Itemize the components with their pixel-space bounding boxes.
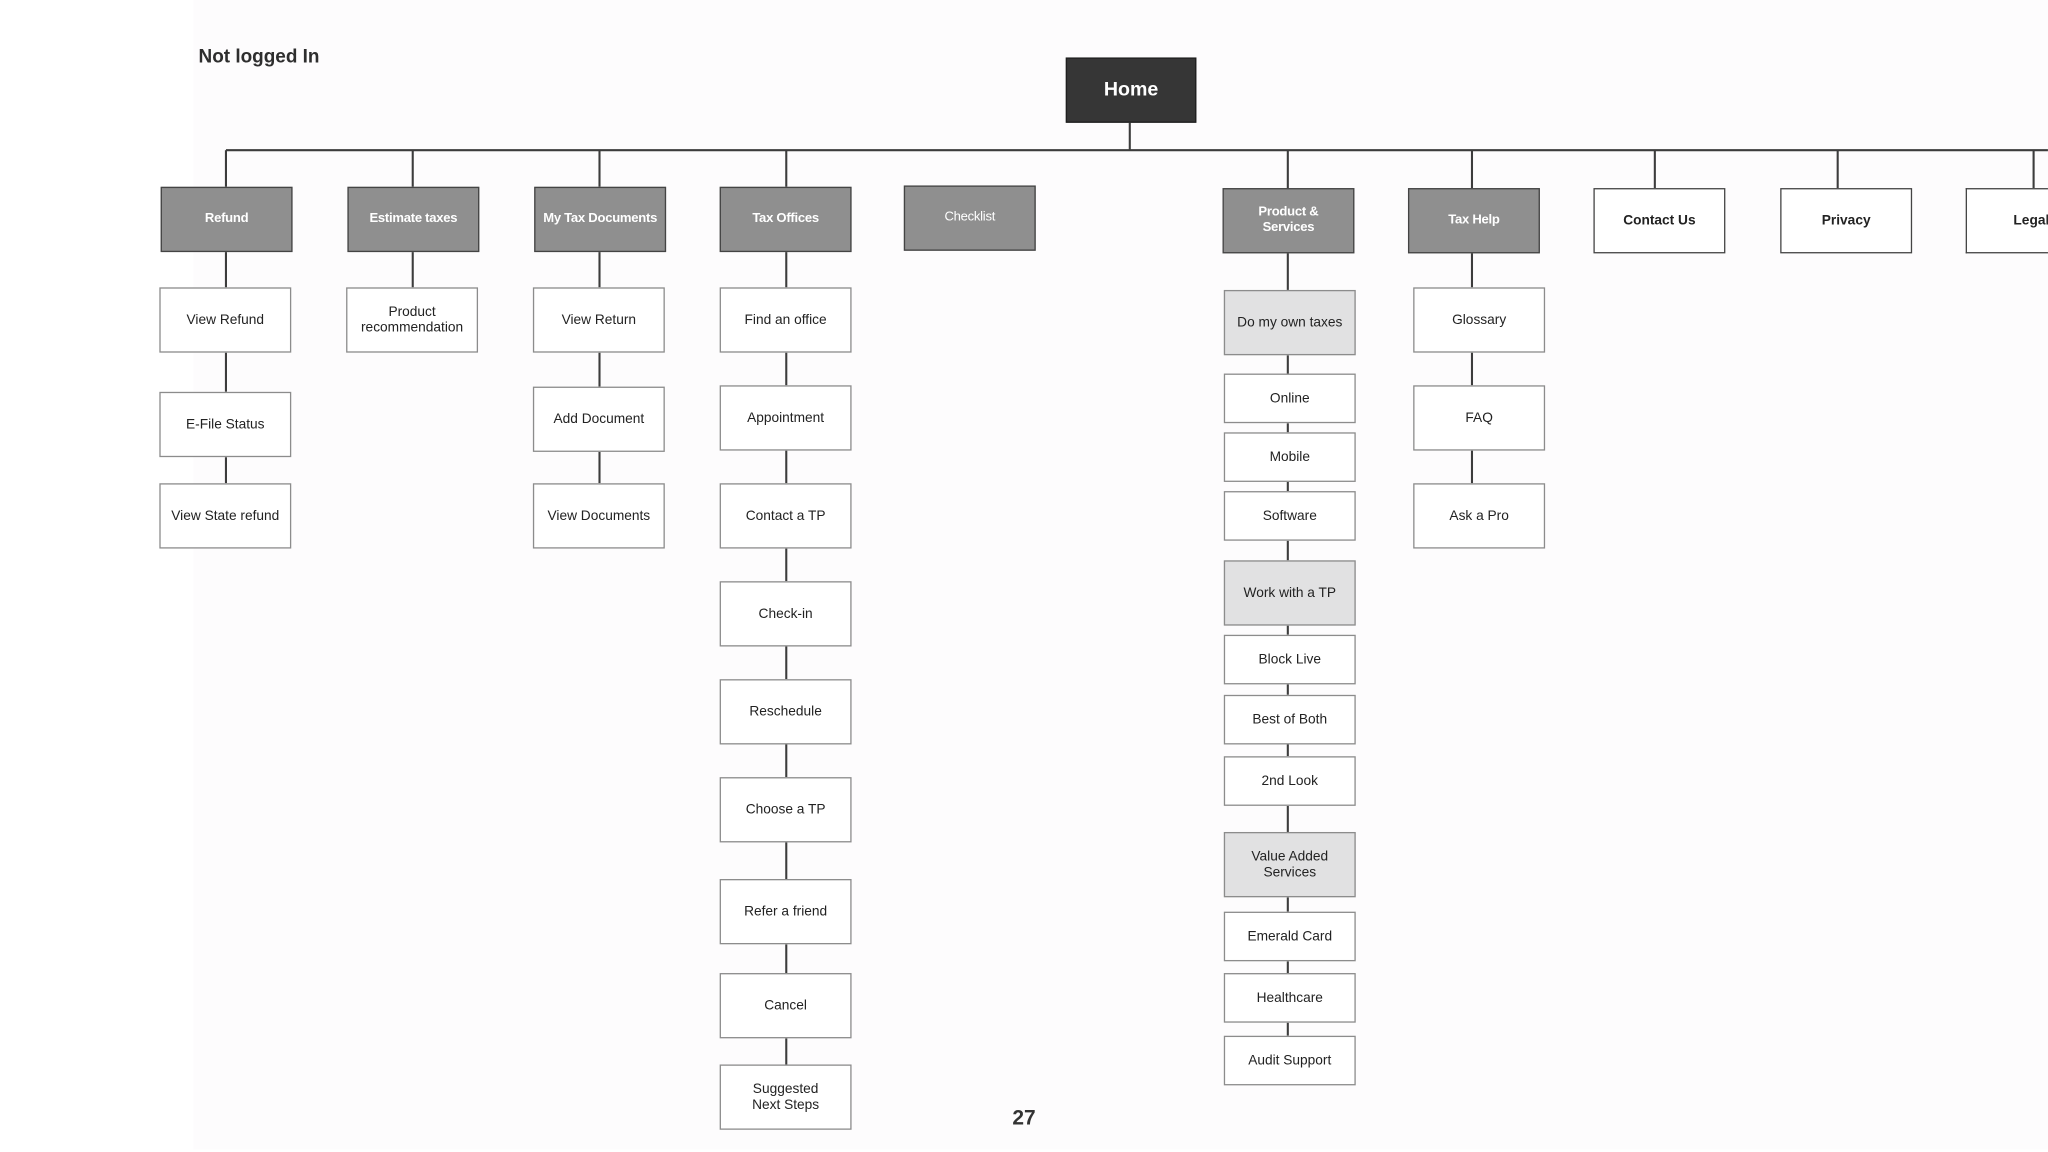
node-privacy[interactable]: Privacy <box>1780 188 1913 254</box>
node-glossary[interactable]: Glossary <box>1413 287 1546 353</box>
node-view-state-refund[interactable]: View State refund <box>159 483 292 549</box>
node-home[interactable]: Home <box>1065 57 1197 123</box>
node-legal[interactable]: Legal <box>1965 188 2048 254</box>
node-block-live[interactable]: Block Live <box>1223 634 1356 685</box>
node-reschedule[interactable]: Reschedule <box>719 679 852 745</box>
node-add-document[interactable]: Add Document <box>532 386 665 452</box>
node-value-added-services[interactable]: Value Added Services <box>1223 831 1356 898</box>
node-choose-a-tp[interactable]: Choose a TP <box>719 777 852 843</box>
node-checklist[interactable]: Checklist <box>903 185 1036 251</box>
node-faq[interactable]: FAQ <box>1413 385 1546 451</box>
node-emerald-card[interactable]: Emerald Card <box>1223 911 1356 962</box>
node-ask-a-pro[interactable]: Ask a Pro <box>1413 483 1546 549</box>
node-view-documents[interactable]: View Documents <box>532 483 665 549</box>
page-heading: Not logged In <box>198 47 320 68</box>
node-legal-label: Legal <box>2013 212 2048 229</box>
node-appointment[interactable]: Appointment <box>719 385 852 451</box>
node-find-an-office[interactable]: Find an office <box>719 287 852 353</box>
node-contact-us[interactable]: Contact Us <box>1593 188 1726 254</box>
node-check-in[interactable]: Check-in <box>719 581 852 647</box>
node-best-of-both[interactable]: Best of Both <box>1223 694 1356 745</box>
node-2nd-look[interactable]: 2nd Look <box>1223 756 1356 806</box>
node-refer-a-friend[interactable]: Refer a friend <box>719 879 852 945</box>
node-mobile[interactable]: Mobile <box>1223 432 1356 482</box>
page-number: 27 <box>1012 1107 1036 1130</box>
node-product-services[interactable]: Product & Services <box>1222 188 1355 254</box>
node-refund[interactable]: Refund <box>160 186 293 253</box>
node-view-return[interactable]: View Return <box>532 287 665 353</box>
node-healthcare[interactable]: Healthcare <box>1223 973 1356 1023</box>
node-contact-a-tp[interactable]: Contact a TP <box>719 483 852 549</box>
node-view-refund[interactable]: View Refund <box>159 287 292 353</box>
node-tax-offices[interactable]: Tax Offices <box>719 186 852 253</box>
node-suggested-next-steps[interactable]: Suggested Next Steps <box>719 1064 852 1130</box>
node-tax-help[interactable]: Tax Help <box>1407 188 1540 254</box>
paper-background <box>193 0 2048 1150</box>
node-do-my-own-taxes[interactable]: Do my own taxes <box>1223 289 1356 356</box>
node-online[interactable]: Online <box>1223 373 1356 424</box>
node-my-tax-documents[interactable]: My Tax Documents <box>534 186 667 253</box>
node-product-recommendation[interactable]: Product recommendation <box>346 287 479 353</box>
node-audit-support[interactable]: Audit Support <box>1223 1035 1356 1086</box>
node-e-file-status[interactable]: E-File Status <box>159 391 292 458</box>
node-cancel[interactable]: Cancel <box>719 973 852 1039</box>
node-work-with-a-tp[interactable]: Work with a TP <box>1223 560 1356 626</box>
node-estimate-taxes[interactable]: Estimate taxes <box>347 186 480 253</box>
node-software[interactable]: Software <box>1223 491 1356 541</box>
